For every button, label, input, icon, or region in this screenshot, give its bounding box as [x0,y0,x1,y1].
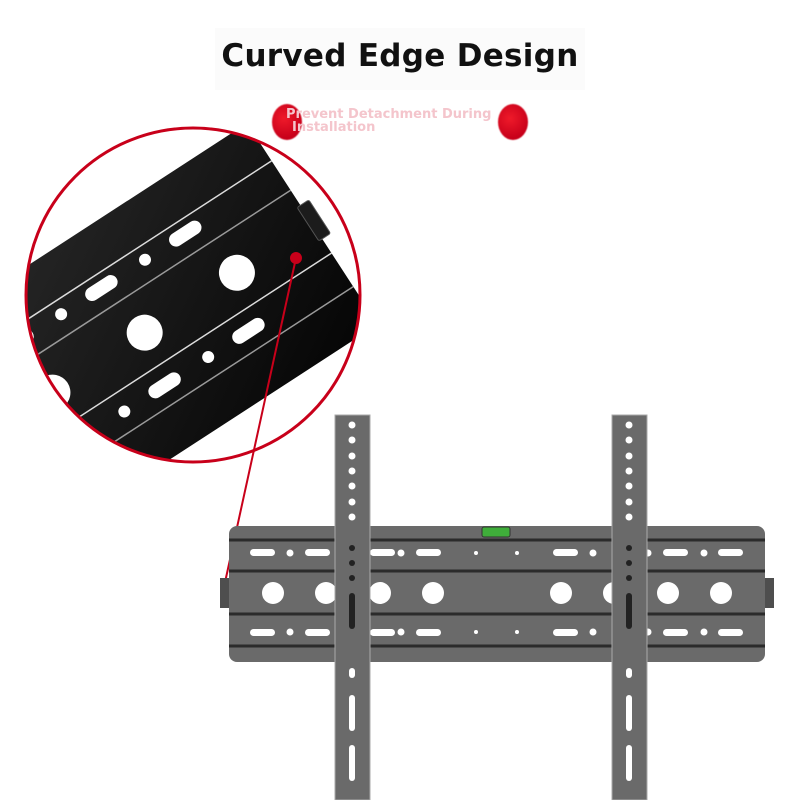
right-vertical-arm [611,414,648,800]
page-title: Curved Edge Design [221,38,579,74]
callout-circle [24,126,362,464]
red-dot-icon [272,104,302,140]
subtitle-line-1: Prevent Detachment During [286,107,492,122]
subtitle-badge: Prevent Detachment During Installation [270,102,532,142]
subtitle: Prevent Detachment During Installation [286,108,516,134]
wall-plate [220,526,774,662]
title-background [215,28,585,90]
level-bubble-icon [481,526,511,538]
left-vertical-arm [334,414,371,800]
subtitle-line-2: Installation [292,120,376,135]
red-dot-icon [498,104,528,140]
